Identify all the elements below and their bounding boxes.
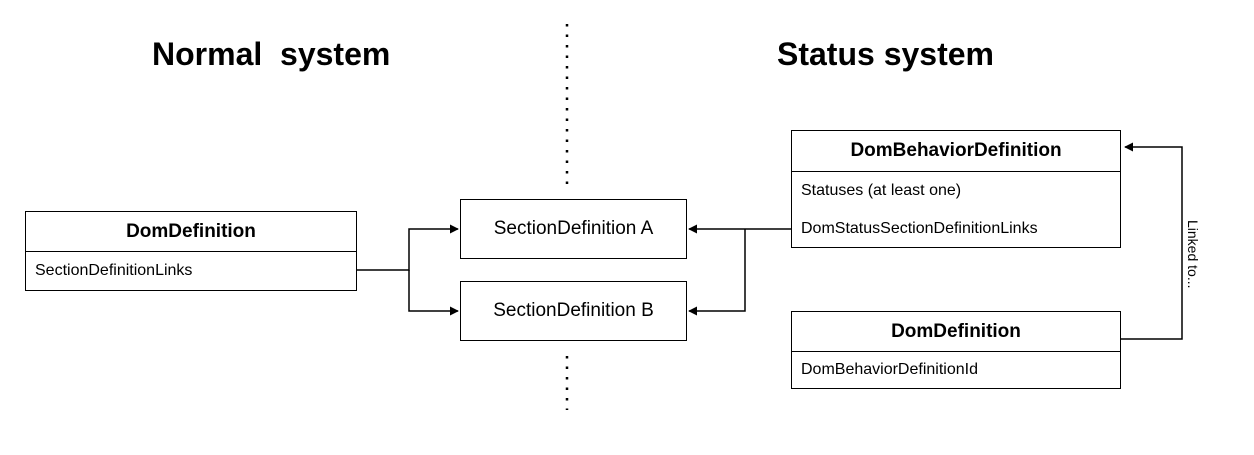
section-definition-a-box: SectionDefinition A: [460, 199, 687, 259]
section-definition-a-label: SectionDefinition A: [493, 218, 654, 239]
connector-behavior-to-b: [688, 229, 746, 316]
field-status-section-definition-links: DomStatusSectionDefinitionLinks: [801, 219, 1038, 237]
heading-status-system: Status system: [777, 36, 994, 72]
dom-behavior-definition-title: DomBehaviorDefinition: [792, 131, 1120, 172]
dom-definition-box-left: DomDefinition SectionDefinitionLinks: [25, 211, 357, 291]
dom-definition-box-right: DomDefinition DomBehaviorDefinitionId: [791, 311, 1121, 389]
dom-behavior-definition-box: DomBehaviorDefinition Statuses (at least…: [791, 130, 1121, 248]
linked-to-label: Linked to...: [1185, 219, 1201, 289]
dom-definition-title: DomDefinition: [26, 212, 356, 252]
section-definition-b-box: SectionDefinition B: [460, 281, 687, 341]
section-definition-b-label: SectionDefinition B: [493, 300, 654, 321]
connector-left-to-a: [357, 224, 459, 271]
field-statuses: Statuses (at least one): [801, 182, 962, 199]
field-section-definition-links: SectionDefinitionLinks: [35, 262, 193, 279]
heading-normal-system: Normal system: [152, 36, 391, 72]
field-dom-behavior-definition-id: DomBehaviorDefinitionId: [801, 361, 978, 378]
dom-definition-title-right: DomDefinition: [792, 312, 1120, 352]
connector-linked-to: [1121, 142, 1183, 340]
connector-left-to-b: [408, 270, 459, 316]
